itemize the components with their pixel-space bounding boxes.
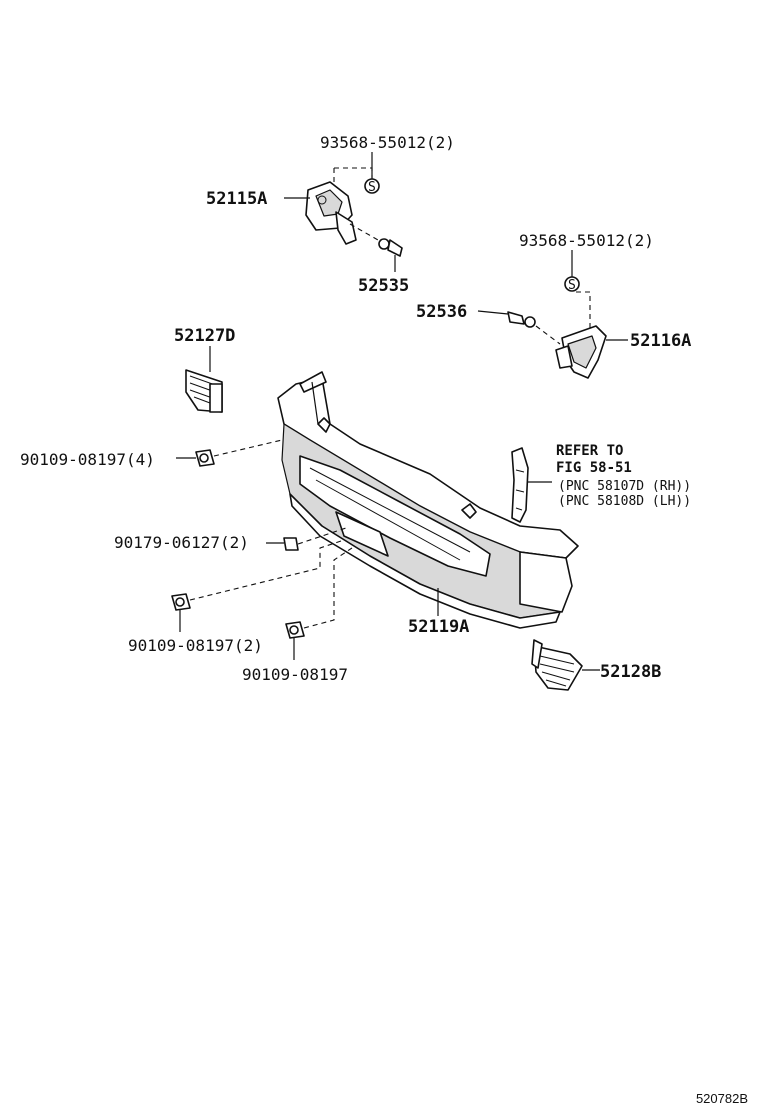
refer-line-1: REFER TO [556, 443, 623, 459]
screw-52535 [378, 238, 403, 257]
label-52116a: 52116A [630, 331, 691, 351]
bracket-52116a [555, 325, 607, 379]
bracket-refer [511, 447, 529, 523]
screw-52536 [507, 311, 536, 328]
diagram-code: 520782B [695, 1091, 748, 1106]
bumper-52119a [277, 371, 579, 629]
grille-52128b [531, 639, 583, 691]
label-90109-2: 90109-08197(2) [128, 636, 263, 655]
label-90109-4: 90109-08197(4) [20, 450, 155, 469]
label-90179: 90179-06127(2) [114, 533, 249, 552]
svg-text:S: S [568, 278, 576, 293]
label-93568-right: 93568-55012(2) [519, 231, 654, 250]
label-52127d: 52127D [174, 326, 235, 346]
label-93568-top: 93568-55012(2) [320, 133, 455, 152]
label-90109-single: 90109-08197 [242, 665, 348, 684]
bolt-90109-4 [195, 449, 215, 467]
bracket-52115a [305, 181, 357, 245]
bolt-90109-2 [171, 593, 191, 611]
nut-90179 [283, 537, 299, 551]
svg-text:S: S [368, 180, 376, 195]
label-52115a: 52115A [206, 189, 267, 209]
label-52535: 52535 [358, 276, 409, 296]
refer-line-2: FIG 58-51 [556, 460, 632, 476]
grille-52127d [185, 369, 223, 413]
refer-line-3: (PNC 58107D (RH)) [558, 479, 691, 494]
bolt-90109-single [285, 621, 305, 639]
clip-s-right-icon: S [564, 276, 580, 293]
refer-line-4: (PNC 58108D (LH)) [558, 494, 691, 509]
label-52536: 52536 [416, 302, 467, 322]
label-52119a: 52119A [408, 617, 469, 637]
clip-s-icon: S [364, 178, 380, 195]
label-52128b: 52128B [600, 662, 661, 682]
